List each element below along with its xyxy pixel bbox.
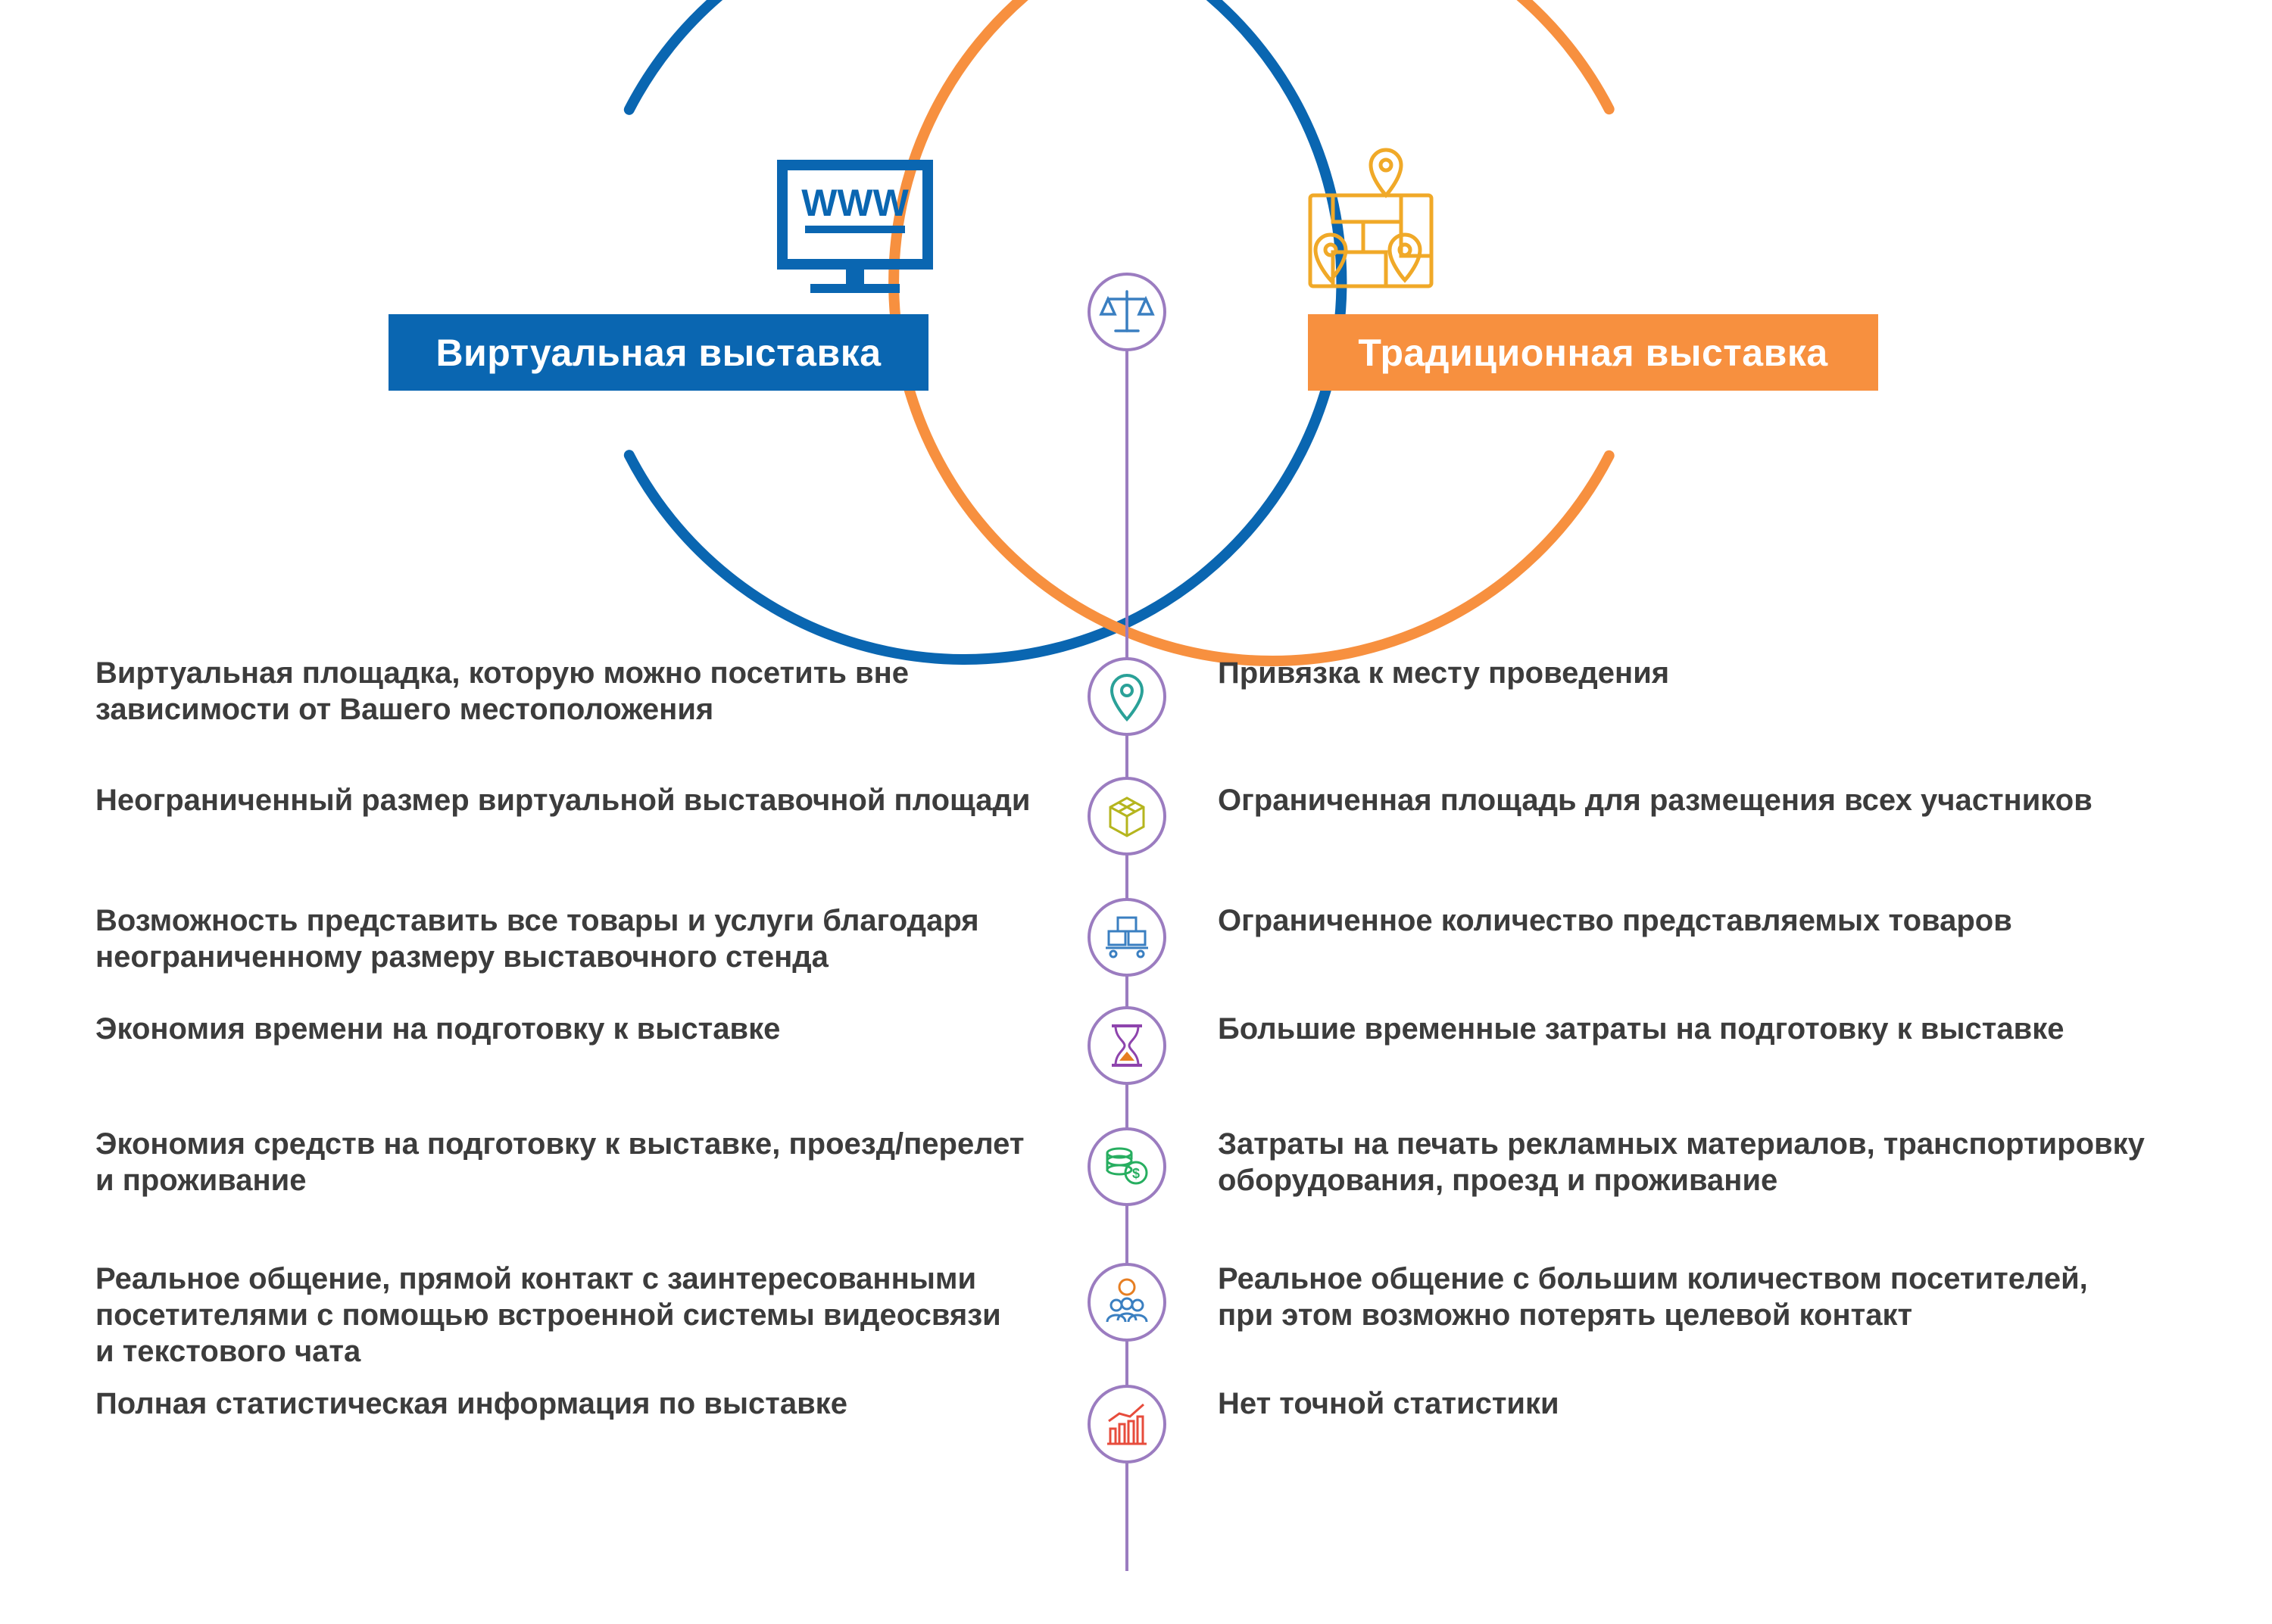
timeline-node-circle bbox=[1088, 1385, 1166, 1463]
traditional-point-line: Реальное общение с большим количеством п… bbox=[1218, 1262, 2088, 1295]
virtual-point-line: и проживание bbox=[95, 1164, 307, 1197]
virtual-circle-arc bbox=[623, 0, 1347, 665]
svg-text:$: $ bbox=[1132, 1166, 1140, 1181]
svg-text:WWW: WWW bbox=[801, 182, 909, 224]
traditional-point-line: Привязка к месту проведения bbox=[1218, 656, 1670, 690]
timeline-node-3 bbox=[1088, 898, 1166, 977]
hourglass-icon bbox=[1112, 1024, 1142, 1067]
virtual-point-4: Экономия времени на подготовку к выставк… bbox=[95, 1011, 1080, 1047]
timeline-node-2 bbox=[1088, 777, 1166, 856]
traditional-title-banner: Традиционная выставка bbox=[1308, 314, 1878, 391]
virtual-point-line: Экономия времени на подготовку к выставк… bbox=[95, 1012, 781, 1046]
virtual-point-line: посетителями с помощью встроенной систем… bbox=[95, 1298, 1001, 1332]
virtual-point-1: Виртуальная площадка, которую можно посе… bbox=[95, 655, 1080, 728]
traditional-point-line: Ограниченная площадь для размещения всех… bbox=[1218, 784, 2093, 817]
cube-icon bbox=[1109, 796, 1145, 837]
traditional-point-5: Затраты на печать рекламных материалов, … bbox=[1218, 1126, 2202, 1199]
virtual-point-line: зависимости от Вашего местоположения bbox=[95, 693, 714, 726]
timeline-node-7 bbox=[1088, 1385, 1166, 1463]
traditional-point-line: Ограниченное количество представляемых т… bbox=[1218, 904, 2012, 937]
virtual-point-line: Неограниченный размер виртуальной выстав… bbox=[95, 784, 1031, 817]
virtual-point-2: Неограниченный размер виртуальной выстав… bbox=[95, 782, 1080, 818]
virtual-point-line: Реальное общение, прямой контакт с заинт… bbox=[95, 1262, 977, 1295]
virtual-point-line: неограниченному размеру выставочного сте… bbox=[95, 940, 829, 974]
traditional-point-6: Реальное общение с большим количеством п… bbox=[1218, 1261, 2202, 1333]
traditional-point-line: при этом возможно потерять целевой конта… bbox=[1218, 1298, 1913, 1332]
traditional-point-1: Привязка к месту проведения bbox=[1218, 655, 2202, 691]
traditional-point-4: Большие временные затраты на подготовку … bbox=[1218, 1011, 2202, 1047]
map-pins-icon bbox=[1308, 148, 1434, 288]
virtual-point-3: Возможность представить все товары и усл… bbox=[95, 902, 1080, 975]
virtual-point-line: Возможность представить все товары и усл… bbox=[95, 904, 979, 937]
virtual-point-5: Экономия средств на подготовку к выставк… bbox=[95, 1126, 1080, 1199]
timeline-node-4 bbox=[1088, 1006, 1166, 1085]
location-pin-icon bbox=[1109, 674, 1144, 722]
timeline-node-5: $ bbox=[1088, 1127, 1166, 1206]
virtual-point-line: и текстового чата bbox=[95, 1335, 361, 1368]
traditional-point-line: оборудования, проезд и проживание bbox=[1218, 1164, 1778, 1197]
timeline-node-6 bbox=[1088, 1263, 1166, 1342]
traditional-point-2: Ограниченная площадь для размещения всех… bbox=[1218, 782, 2202, 818]
virtual-point-line: Виртуальная площадка, которую можно посе… bbox=[95, 656, 910, 690]
timeline-node-circle bbox=[1088, 1006, 1166, 1085]
traditional-title: Традиционная выставка bbox=[1358, 331, 1828, 374]
traditional-point-line: Нет точной статистики bbox=[1218, 1387, 1559, 1420]
boxes-cart-icon bbox=[1106, 916, 1148, 959]
top-node bbox=[1088, 273, 1166, 351]
timeline-node-1 bbox=[1088, 657, 1166, 736]
traditional-point-line: Затраты на печать рекламных материалов, … bbox=[1218, 1127, 2145, 1161]
www-monitor-icon: WWW bbox=[777, 160, 933, 293]
virtual-point-line: Экономия средств на подготовку к выставк… bbox=[95, 1127, 1025, 1161]
traditional-point-7: Нет точной статистики bbox=[1218, 1386, 2202, 1422]
growth-chart-icon bbox=[1107, 1403, 1147, 1445]
coins-icon: $ bbox=[1106, 1147, 1148, 1185]
timeline-node-circle bbox=[1088, 898, 1166, 977]
traditional-point-3: Ограниченное количество представляемых т… bbox=[1218, 902, 2202, 939]
virtual-point-line: Полная статистическая информация по выст… bbox=[95, 1387, 847, 1420]
virtual-point-6: Реальное общение, прямой контакт с заинт… bbox=[95, 1261, 1080, 1370]
traditional-circle-arc bbox=[888, 0, 1615, 666]
virtual-point-7: Полная статистическая информация по выст… bbox=[95, 1386, 1080, 1422]
traditional-point-line: Большие временные затраты на подготовку … bbox=[1218, 1012, 2064, 1046]
virtual-title: Виртуальная выставка bbox=[435, 331, 882, 374]
timeline-node-circle bbox=[1088, 1263, 1166, 1342]
people-chat-icon bbox=[1106, 1278, 1148, 1323]
virtual-title-banner: Виртуальная выставка bbox=[389, 314, 928, 391]
scales-icon bbox=[1099, 290, 1155, 332]
